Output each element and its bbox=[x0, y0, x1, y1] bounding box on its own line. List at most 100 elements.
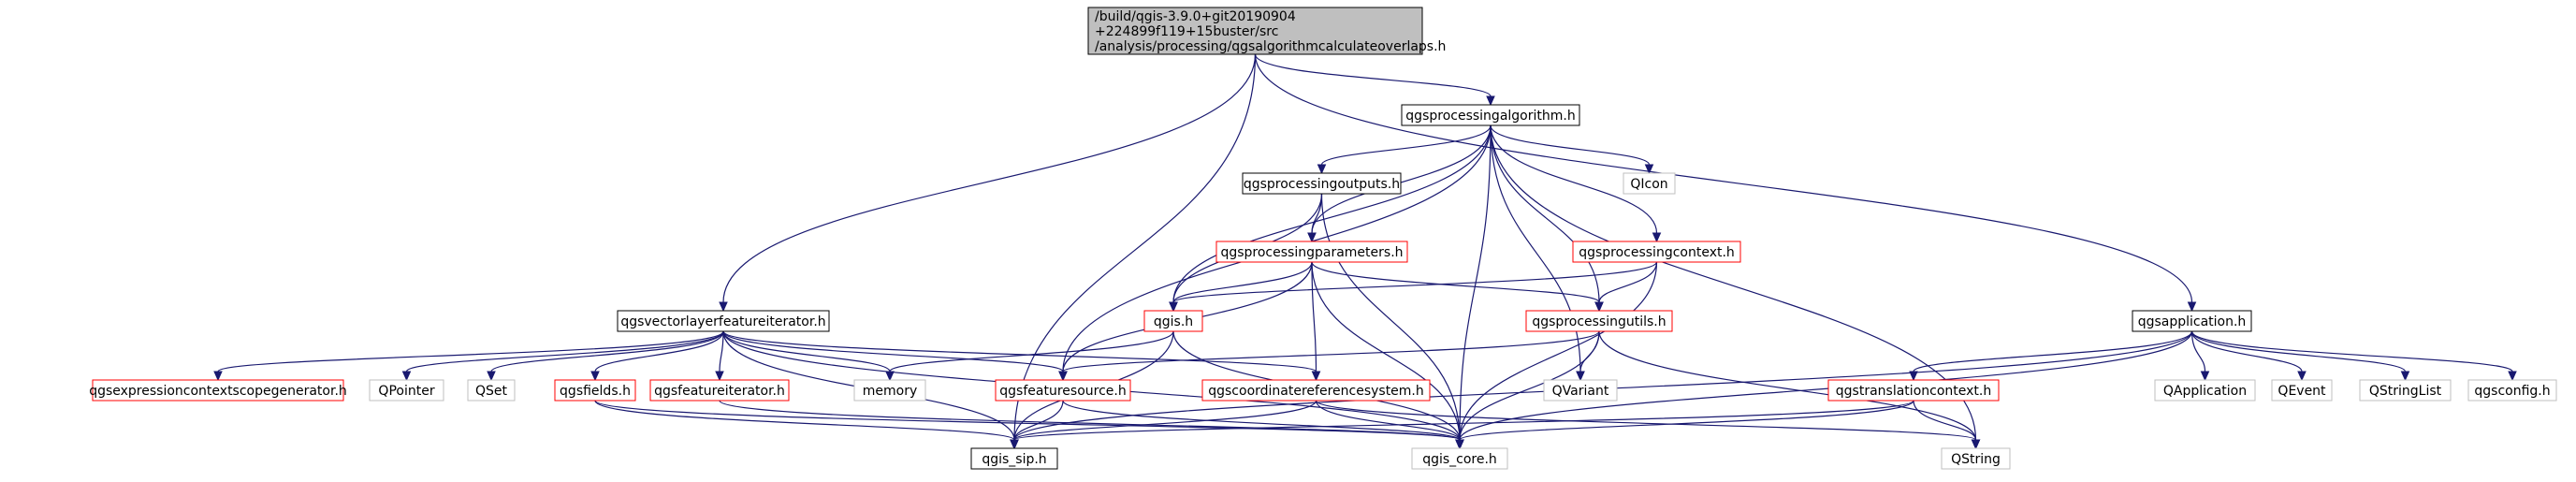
edge-qgsvectorlayerfeatureiterator-to-qgsexpressioncontextscopegenerator bbox=[213, 330, 724, 382]
edge-qgsprocessingalgorithm-to-qvariant bbox=[1490, 124, 1585, 382]
node-label: memory bbox=[863, 384, 918, 399]
edge-line bbox=[405, 330, 724, 372]
edge-line bbox=[1459, 124, 1492, 441]
node-qevent[interactable]: QEvent bbox=[2271, 379, 2333, 402]
node-qstringlist[interactable]: QStringList bbox=[2359, 379, 2452, 402]
node-qgsfeaturesource[interactable]: qgsfeaturesource.h bbox=[995, 379, 1131, 402]
edge-root-to-qgsapplication bbox=[1254, 53, 2197, 313]
arrowhead bbox=[1169, 301, 1178, 313]
node-qgsfields[interactable]: qgsfields.h bbox=[554, 379, 636, 402]
edge-line bbox=[1311, 261, 1461, 441]
edge-qgsprocessingalgorithm-to-qicon bbox=[1490, 124, 1654, 175]
node-qgsprocessingalgorithm[interactable]: qgsprocessingalgorithm.h bbox=[1401, 104, 1580, 126]
nodes-layer: /build/qgis-3.9.0+git20190904+224899f119… bbox=[89, 7, 2557, 470]
edge-qgsvectorlayerfeatureiterator-to-qgsfeatureiterator bbox=[715, 330, 724, 382]
node-label: QSet bbox=[475, 384, 508, 399]
node-box bbox=[92, 379, 344, 402]
node-box bbox=[1401, 104, 1580, 126]
arrowhead bbox=[1311, 371, 1321, 382]
node-label: qgis_core.h bbox=[1422, 452, 1497, 467]
edge-line bbox=[719, 330, 724, 372]
edge-qgsapplication-to-qstringlist bbox=[2190, 330, 2410, 382]
node-label: QApplication bbox=[2163, 384, 2247, 399]
node-label: qgstranslationcontext.h bbox=[1836, 384, 1991, 399]
node-label: /build/qgis-3.9.0+git20190904 bbox=[1095, 9, 1296, 24]
node-box bbox=[2132, 310, 2252, 332]
node-qgstranslationcontext[interactable]: qgstranslationcontext.h bbox=[1827, 379, 2000, 402]
node-label: QIcon bbox=[1630, 177, 1667, 192]
edge-line bbox=[2190, 330, 2206, 372]
arrowhead bbox=[1576, 371, 1585, 382]
edge-qgsvectorlayerfeatureiterator-to-qpointer bbox=[401, 330, 724, 382]
edge-line bbox=[1598, 330, 1977, 441]
edge-line bbox=[1172, 261, 1313, 303]
node-qgsconfig[interactable]: qgsconfig.h bbox=[2467, 379, 2557, 402]
arrowhead bbox=[719, 301, 728, 313]
node-qvariant[interactable]: QVariant bbox=[1543, 379, 1618, 402]
node-qgis[interactable]: qgis.h bbox=[1143, 310, 1203, 332]
edge-line bbox=[722, 330, 1064, 372]
edge-qgsvectorlayerfeatureiterator-to-qgsfeaturesource bbox=[722, 330, 1068, 382]
node-box bbox=[1827, 379, 2000, 402]
node-qgis-core[interactable]: qgis_core.h bbox=[1411, 447, 1508, 470]
edge-line bbox=[722, 53, 1257, 303]
edge-line bbox=[1490, 124, 1658, 234]
edge-qgsvectorlayerfeatureiterator-to-qgsfields bbox=[590, 330, 724, 382]
arrowhead bbox=[885, 371, 895, 382]
edge-qgsprocessingcontext-to-qgis bbox=[1169, 261, 1658, 313]
node-label: QPointer bbox=[378, 384, 434, 399]
node-box bbox=[2154, 379, 2256, 402]
node-qapplication[interactable]: QApplication bbox=[2154, 379, 2256, 402]
edge-line bbox=[217, 330, 724, 372]
node-label: qgsfeatureiterator.h bbox=[654, 384, 785, 399]
arrowhead bbox=[1909, 371, 1918, 382]
edge-qgsprocessingalgorithm-to-qgsprocessingcontext bbox=[1490, 124, 1662, 243]
node-qgsprocessingoutputs[interactable]: qgsprocessingoutputs.h bbox=[1242, 172, 1402, 195]
edge-line bbox=[490, 330, 724, 372]
arrowhead bbox=[1307, 232, 1317, 243]
node-memory[interactable]: memory bbox=[853, 379, 926, 402]
edge-line bbox=[1459, 261, 1658, 441]
node-qgsexpressioncontextscopegenerator[interactable]: qgsexpressioncontextscopegenerator.h bbox=[89, 379, 347, 402]
edge-qgsprocessingoutputs-to-qgsprocessingparameters bbox=[1307, 193, 1323, 243]
edge-line bbox=[1254, 53, 1492, 97]
arrowhead bbox=[1455, 439, 1464, 450]
node-qset[interactable]: QSet bbox=[467, 379, 516, 402]
node-qgsapplication[interactable]: qgsapplication.h bbox=[2132, 310, 2252, 332]
arrowhead bbox=[1317, 164, 1327, 175]
edge-line bbox=[1172, 261, 1658, 303]
node-label: qgsprocessingcontext.h bbox=[1579, 245, 1735, 260]
node-root[interactable]: /build/qgis-3.9.0+git20190904+224899f119… bbox=[1087, 7, 1446, 55]
edge-qgsapplication-to-qgstranslationcontext bbox=[1909, 330, 2193, 382]
edge-line bbox=[594, 330, 724, 372]
node-qgsprocessingcontext[interactable]: qgsprocessingcontext.h bbox=[1572, 241, 1741, 263]
node-qicon[interactable]: QIcon bbox=[1623, 172, 1676, 195]
node-qpointer[interactable]: QPointer bbox=[369, 379, 444, 402]
edge-line bbox=[1062, 400, 1461, 441]
node-qgsvectorlayerfeatureiterator[interactable]: qgsvectorlayerfeatureiterator.h bbox=[617, 310, 830, 332]
node-qgsprocessingparameters[interactable]: qgsprocessingparameters.h bbox=[1215, 241, 1408, 263]
node-qgsprocessingutils[interactable]: qgsprocessingutils.h bbox=[1525, 310, 1673, 332]
node-qgis-sip[interactable]: qgis_sip.h bbox=[970, 447, 1058, 470]
edge-qgsapplication-to-qapplication bbox=[2190, 330, 2210, 382]
edge-qgsprocessingcontext-to-qgsprocessingutils bbox=[1594, 261, 1658, 313]
arrowhead bbox=[487, 371, 496, 382]
node-box bbox=[2359, 379, 2452, 402]
node-qstring[interactable]: QString bbox=[1941, 447, 2011, 470]
edge-qgsprocessingparameters-to-qgis bbox=[1169, 261, 1313, 313]
node-label: /analysis/processing/qgsalgorithmcalcula… bbox=[1095, 39, 1446, 54]
edge-line bbox=[1459, 330, 2193, 441]
node-box bbox=[369, 379, 444, 402]
node-qgsfeatureiterator[interactable]: qgsfeatureiterator.h bbox=[649, 379, 790, 402]
arrowhead bbox=[715, 371, 724, 382]
arrowhead bbox=[213, 371, 223, 382]
edge-line bbox=[1913, 330, 2193, 372]
arrowhead bbox=[1058, 371, 1068, 382]
node-label: +224899f119+15buster/src bbox=[1095, 24, 1278, 39]
node-qgscoordinatereferencesystem[interactable]: qgscoordinatereferencesystem.h bbox=[1201, 379, 1431, 402]
node-label: qgsprocessingparameters.h bbox=[1220, 245, 1403, 260]
edge-qgstranslationcontext-to-qgis_core bbox=[1455, 400, 1914, 450]
node-box bbox=[1572, 241, 1741, 263]
edge-line bbox=[1320, 124, 1492, 166]
